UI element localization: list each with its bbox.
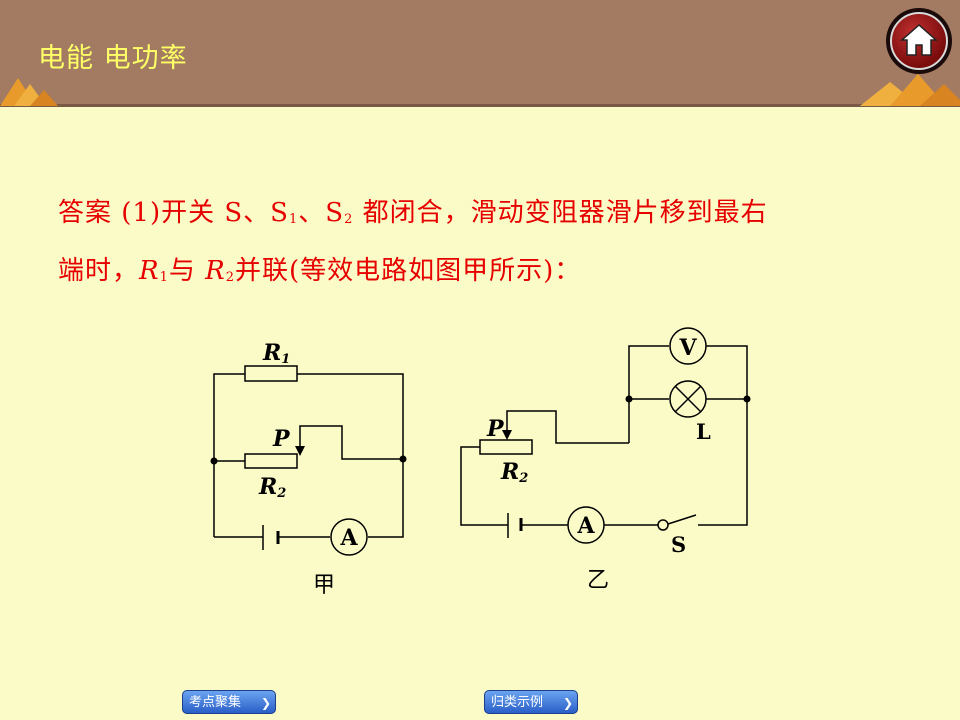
circuit-yi bbox=[460, 327, 748, 544]
subscript: 1 bbox=[159, 270, 169, 285]
junction-dot bbox=[399, 455, 407, 463]
slider-arrow bbox=[295, 446, 305, 456]
slider-wire bbox=[299, 425, 403, 460]
switch-pivot bbox=[657, 519, 669, 531]
slider-wire bbox=[506, 410, 629, 444]
home-icon bbox=[900, 23, 938, 56]
wire bbox=[213, 373, 245, 537]
resistor-r1 bbox=[244, 365, 298, 382]
junction-dot bbox=[625, 395, 633, 403]
answer-text: 并联(等效电路如图甲所示)： bbox=[235, 256, 582, 286]
junction-dot bbox=[210, 457, 218, 465]
answer-text: 与 bbox=[168, 256, 196, 286]
caption-yi: 乙 bbox=[587, 568, 609, 593]
nav-button-key-points[interactable]: 考点聚集 ❯ bbox=[182, 690, 276, 714]
label-slider-p: P bbox=[272, 426, 291, 452]
r1-symbol: R bbox=[139, 256, 160, 286]
answer-text: (1)开关 S、S bbox=[121, 198, 289, 228]
ammeter-jia bbox=[330, 518, 368, 556]
label-r2-yi: R2 bbox=[500, 459, 528, 486]
corner-decoration-left bbox=[0, 78, 58, 106]
label-r2: R2 bbox=[258, 474, 286, 501]
ammeter-yi-label: A bbox=[576, 513, 595, 539]
subscript: 2 bbox=[344, 212, 354, 227]
lamp bbox=[669, 380, 707, 418]
header-divider bbox=[0, 104, 960, 107]
label-slider-p-yi: P bbox=[486, 416, 505, 442]
nav-button-label: 考点聚集 bbox=[189, 695, 242, 710]
ammeter-jia-label: A bbox=[339, 525, 358, 551]
voltmeter bbox=[669, 327, 707, 365]
label-r1: R1 bbox=[262, 340, 290, 367]
r2-symbol: R bbox=[205, 256, 226, 286]
resistor-r2 bbox=[244, 453, 298, 469]
answer-text: 端时， bbox=[58, 256, 140, 286]
circuit-jia bbox=[213, 365, 404, 556]
slider-arrow bbox=[502, 430, 512, 440]
chevron-right-icon: ❯ bbox=[260, 696, 271, 710]
answer-line-2: 端时，R1与 R2并联(等效电路如图甲所示)： bbox=[58, 250, 581, 287]
subscript: 2 bbox=[225, 270, 236, 285]
switch-label: S bbox=[671, 532, 686, 557]
caption-jia: 甲 bbox=[313, 573, 335, 598]
switch-blade bbox=[667, 514, 697, 525]
wire bbox=[628, 345, 669, 443]
wire bbox=[297, 373, 404, 538]
wire bbox=[460, 446, 508, 526]
lamp-label: L bbox=[696, 419, 711, 444]
nav-button-examples[interactable]: 归类示例 ❯ bbox=[484, 690, 578, 714]
home-button[interactable] bbox=[886, 8, 952, 74]
wire bbox=[698, 345, 748, 526]
answer-text: 都闭合，滑动变阻器滑片移到最右 bbox=[362, 198, 768, 228]
junction-dot bbox=[743, 395, 751, 403]
answer-line-1: 答案 (1)开关 S、S1、S2 都闭合，滑动变阻器滑片移到最右 bbox=[58, 192, 768, 229]
voltmeter-label: V bbox=[678, 335, 697, 361]
answer-text: 、S bbox=[298, 198, 345, 228]
corner-decoration-right bbox=[860, 74, 960, 106]
subscript: 1 bbox=[289, 212, 299, 227]
chevron-right-icon: ❯ bbox=[562, 696, 573, 710]
lamp-cross bbox=[674, 385, 702, 413]
answer-label: 答案 bbox=[58, 198, 113, 228]
resistor-r2-yi bbox=[479, 439, 533, 455]
header-bar bbox=[0, 0, 960, 104]
page-title: 电能 电功率 bbox=[38, 43, 188, 74]
nav-button-label: 归类示例 bbox=[491, 695, 544, 710]
